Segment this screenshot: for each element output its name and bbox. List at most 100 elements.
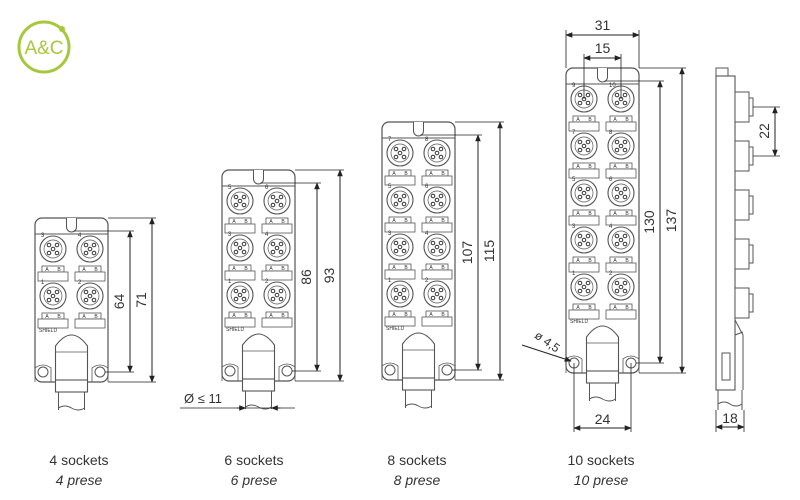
socket-inner [390, 190, 410, 210]
cable [58, 392, 85, 411]
pin-icon [581, 237, 587, 243]
label-plate [384, 269, 416, 280]
label-plate [605, 121, 637, 132]
socket-inner [230, 285, 250, 305]
gland-nut [54, 379, 89, 393]
shield-marking: SHIELD [226, 327, 244, 333]
label-b: B [588, 258, 592, 264]
pin-icon [622, 186, 628, 192]
label-b: B [625, 305, 629, 311]
label-a: A [232, 266, 236, 272]
pin-icon [622, 92, 628, 98]
label-plate [384, 316, 416, 327]
label-b: B [588, 305, 592, 311]
pin-icon [434, 150, 440, 156]
pin-icon [393, 240, 399, 246]
pin-icon [241, 249, 247, 255]
socket-inner [574, 136, 594, 156]
label-plate [224, 270, 256, 281]
socket-number: 2 [265, 279, 269, 285]
label-a: A [576, 164, 580, 170]
label-a: A [269, 266, 273, 272]
label-b: B [441, 218, 445, 224]
caption-en: 6 sockets [224, 452, 284, 468]
shield-marking: SHIELD [39, 328, 57, 334]
dim-total-height: 71 [133, 292, 149, 308]
label-a: A [576, 305, 580, 311]
cable-gland [585, 325, 620, 371]
pin-icon [393, 287, 399, 293]
label-b: B [404, 265, 408, 271]
label-b: B [404, 312, 408, 318]
logo-text: A&C [24, 38, 63, 59]
pin-icon [585, 100, 591, 106]
caption-8-sockets: 8 sockets 8 prese [357, 450, 477, 490]
label-a: A [392, 171, 396, 177]
side-socket-tip [748, 293, 754, 313]
dim-mount-height: 64 [111, 294, 127, 310]
pin-icon [622, 100, 628, 106]
pin-icon [237, 292, 243, 298]
socket-inner [574, 277, 594, 297]
socket-number: 1 [41, 280, 45, 286]
pin-icon [577, 233, 583, 239]
socket-inner [43, 286, 63, 306]
label-plate [568, 168, 600, 179]
pin-icon [614, 194, 620, 200]
label-a: A [392, 218, 396, 224]
pin-icon [83, 242, 89, 248]
cable-gland [54, 334, 89, 380]
label-a: A [269, 219, 273, 225]
label-plate [421, 316, 453, 327]
side-socket [734, 238, 750, 270]
socket-number: 6 [425, 184, 429, 190]
pin-icon [233, 249, 239, 255]
caption-en: 8 sockets [387, 452, 447, 468]
pin-icon [401, 146, 407, 152]
label-b: B [441, 312, 445, 318]
label-plate [421, 269, 453, 280]
pin-icon [91, 297, 97, 303]
pin-icon [46, 289, 52, 295]
pin-icon [430, 154, 436, 160]
side-socket [734, 91, 750, 123]
gland-nut [585, 370, 620, 384]
pin-icon [397, 197, 403, 203]
label-plate [421, 222, 453, 233]
socket-inner [390, 143, 410, 163]
pin-icon [614, 92, 620, 98]
pin-icon [270, 288, 276, 294]
socket-number: 5 [572, 177, 576, 183]
pin-icon [270, 194, 276, 200]
socket-inner [574, 183, 594, 203]
pin-icon [241, 194, 247, 200]
socket-inner [427, 237, 447, 257]
pin-icon [401, 201, 407, 207]
socket-inner [390, 284, 410, 304]
pin-icon [241, 202, 247, 208]
socket-number: 9 [572, 83, 576, 89]
socket-inner [611, 277, 631, 297]
socket-number: 8 [609, 130, 613, 136]
pin-icon [438, 287, 444, 293]
pin-icon [577, 186, 583, 192]
label-plate [605, 262, 637, 273]
hole-boss [221, 363, 239, 381]
label-b: B [441, 171, 445, 177]
socket-inner [230, 191, 250, 211]
pin-icon [622, 147, 628, 153]
side-socket [734, 189, 750, 221]
cable [245, 391, 272, 410]
